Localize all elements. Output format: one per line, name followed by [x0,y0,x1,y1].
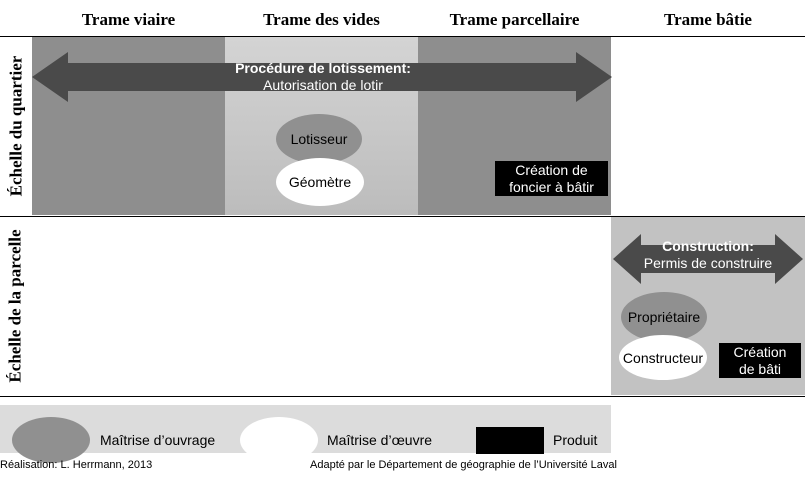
ellipse-label: Propriétaire [627,309,701,325]
ellipse-lotisseur: Lotisseur [276,114,362,164]
row-header-label: Échelle du quartier [6,55,25,197]
row-header-echelle-parcelle: Échelle de la parcelle [0,217,32,395]
divider-top [0,36,805,37]
arrow-label-lotissement: Procédure de lotissement: Autorisation d… [70,60,576,94]
legend-label-produit: Produit [553,432,598,448]
product-box-bati: Création de bâti [719,343,801,378]
credit-realisation: Réalisation: L. Herrmann, 2013 [0,459,153,471]
divider-bottom [0,396,805,397]
ellipse-label: Constructeur [622,349,704,366]
legend-swatch-oeuvre [240,417,318,463]
row-header-label: Échelle de la parcelle [6,229,25,383]
ellipse-label: Géomètre [288,174,352,190]
legend-label-ouvrage: Maîtrise d’ouvrage [100,432,216,448]
legend-label-oeuvre: Maîtrise d’œuvre [327,432,433,448]
product-box-foncier: Création de foncier à bâtir [495,161,608,196]
product-line: foncier à bâtir [509,178,594,195]
column-header-trame-parcellaire: Trame parcellaire [449,10,580,29]
column-header-trame-des-vides: Trame des vides [263,10,380,29]
double-arrow-lotissement [32,52,612,102]
arrow-title: Construction: [662,238,754,254]
arrow-title: Procédure de lotissement: [235,60,411,76]
arrow-label-construction: Construction: Permis de construire [630,238,786,272]
column-header-trame-viaire: Trame viaire [81,10,176,29]
double-arrow-construction [613,234,803,284]
arrow-subtitle: Permis de construire [643,255,773,271]
arrow-subtitle: Autorisation de lotir [263,77,383,93]
ellipse-label: Lotisseur [290,131,348,147]
ellipse-geometre: Géomètre [276,158,364,206]
product-line: Création [733,343,787,360]
ellipse-proprietaire: Propriétaire [621,292,707,342]
ellipse-constructeur: Constructeur [619,335,707,380]
product-line: Création de [515,161,588,178]
divider-middle [0,216,805,217]
column-header-trame-batie: Trame bâtie [664,10,752,29]
legend-swatch-produit [476,427,544,454]
credit-adaptation: Adapté par le Département de géographie … [310,459,617,471]
legend-swatch-ouvrage [12,417,90,463]
product-line: de bâti [738,360,782,377]
row-header-echelle-quartier: Échelle du quartier [0,37,32,215]
